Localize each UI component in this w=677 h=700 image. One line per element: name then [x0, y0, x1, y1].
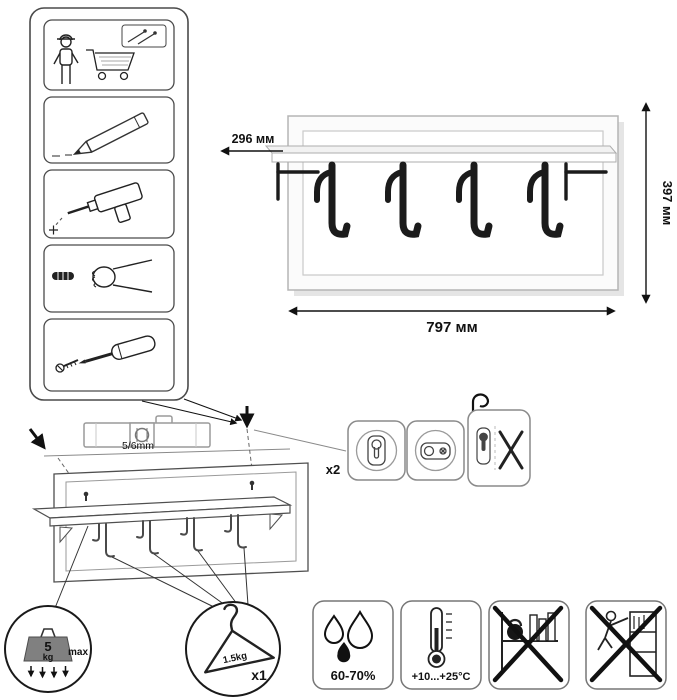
wall-hook-icon — [471, 393, 489, 412]
leader-right — [246, 428, 254, 478]
dimension-width: 797 мм — [288, 306, 616, 336]
screws-inset-icon — [121, 24, 167, 48]
hanger-load-label: 1.5kg — [222, 650, 248, 666]
cross-mark-icon — [589, 605, 663, 683]
cross-mark-icon — [498, 430, 524, 470]
hand-icon — [91, 259, 153, 293]
width-label: 797 мм — [426, 319, 477, 336]
dimension-depth: 296 мм — [220, 132, 283, 156]
water-drops-icon — [323, 609, 374, 663]
step-4-plug — [43, 244, 175, 313]
temperature-label: +10...+25°C — [412, 671, 471, 683]
step-2-mark — [43, 96, 175, 164]
product-view: 296 мм 397 мм 797 мм — [220, 102, 675, 336]
keyhole-bracket-screw-icon — [420, 442, 451, 460]
mount-keyhole-left — [83, 491, 89, 501]
leader-to-details — [253, 429, 347, 452]
installation-sketch — [31, 462, 309, 583]
hook-2 — [385, 161, 422, 238]
wall-line — [43, 448, 291, 457]
max-weight-unit: kg — [43, 652, 54, 662]
step-1-prepare — [43, 19, 175, 91]
hook-rail-left — [276, 162, 320, 201]
hanger-count-label: x1 — [251, 667, 267, 683]
step-5-screw — [43, 318, 175, 392]
weight-arrows — [27, 666, 69, 679]
humidity-card: 60-70% — [312, 600, 394, 690]
coat-hanger-icon: 1.5kg — [204, 603, 275, 674]
hook-1 — [314, 161, 351, 238]
dimension-height: 397 мм — [641, 102, 675, 304]
thermometer-icon — [427, 607, 452, 668]
hook-rail-right — [564, 162, 608, 201]
max-weight-value: 5 — [44, 639, 51, 654]
tools-panel — [29, 7, 189, 401]
no-overload-card — [488, 600, 570, 690]
orientation-warning — [467, 393, 531, 487]
hooks — [314, 161, 564, 238]
sketch-hooks — [92, 514, 247, 558]
temperature-card: +10...+25°C — [400, 600, 482, 690]
sketch-shelf-front — [49, 504, 291, 527]
step-3-drill — [43, 169, 175, 239]
cart-icon — [86, 49, 135, 81]
builder-icon — [53, 34, 79, 84]
no-climbing-card — [585, 600, 667, 690]
pointer-line-2 — [183, 398, 243, 422]
depth-label: 296 мм — [232, 132, 275, 146]
drill-size-label: 5/6mm — [122, 440, 154, 452]
height-label: 397 мм — [660, 181, 675, 226]
weight-block — [23, 636, 73, 662]
spirit-level-icon — [83, 415, 211, 448]
no-shelf-overload-icon — [492, 605, 564, 683]
hook-leader-lines — [54, 525, 249, 609]
cross-mark-icon — [492, 605, 564, 683]
no-climbing-icon — [589, 605, 663, 683]
screwdriver-icon — [78, 335, 156, 364]
shelf — [264, 145, 618, 163]
fastener-detail-2 — [406, 420, 465, 481]
sketch-support-left — [59, 526, 74, 544]
screw-icon — [55, 359, 79, 373]
hanger-badge: 1.5kg x1 — [185, 601, 281, 697]
hook-3 — [456, 161, 493, 238]
fastener-detail-1 — [347, 420, 406, 481]
weight-handle — [40, 628, 56, 638]
wall-plug-icon — [52, 272, 74, 280]
pencil-icon — [52, 112, 149, 157]
sketch-support-right — [269, 513, 284, 531]
max-weight-suffix: max — [68, 647, 88, 658]
pointer-line-1 — [141, 400, 238, 426]
humidity-label: 60-70% — [331, 668, 376, 683]
bracket-vertical-icon — [476, 427, 491, 465]
hook-4 — [527, 161, 564, 238]
installation-section: 5/6mm x2 — [28, 393, 531, 609]
keyhole-bracket-icon — [367, 435, 386, 466]
max-weight-badge: 5 kg max — [4, 605, 92, 693]
fasteners-count-label: x2 — [326, 462, 340, 477]
locate-arrow-left — [28, 428, 46, 450]
mount-keyhole-right — [249, 480, 255, 490]
drill-icon — [49, 182, 143, 235]
